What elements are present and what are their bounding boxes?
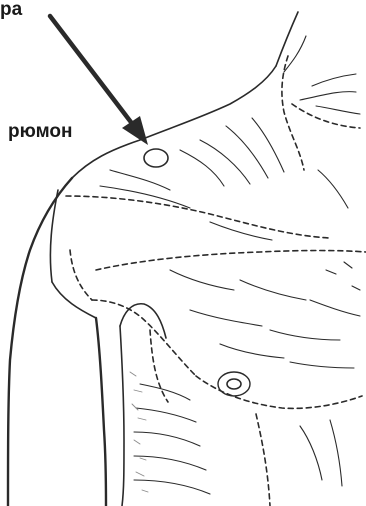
rib-lines <box>134 384 342 506</box>
pectoral-outline <box>92 251 366 409</box>
shoulder-outline <box>8 178 96 506</box>
clavicle-dashed-line <box>66 196 330 238</box>
neck-dashed-line <box>282 56 304 170</box>
acupoint-marker <box>144 149 168 167</box>
upper-arm-outline <box>96 318 168 506</box>
neck-outline <box>72 12 356 178</box>
nipple <box>218 372 250 396</box>
deltopectoral-groove <box>70 250 92 300</box>
pointer-arrow <box>50 16 148 145</box>
